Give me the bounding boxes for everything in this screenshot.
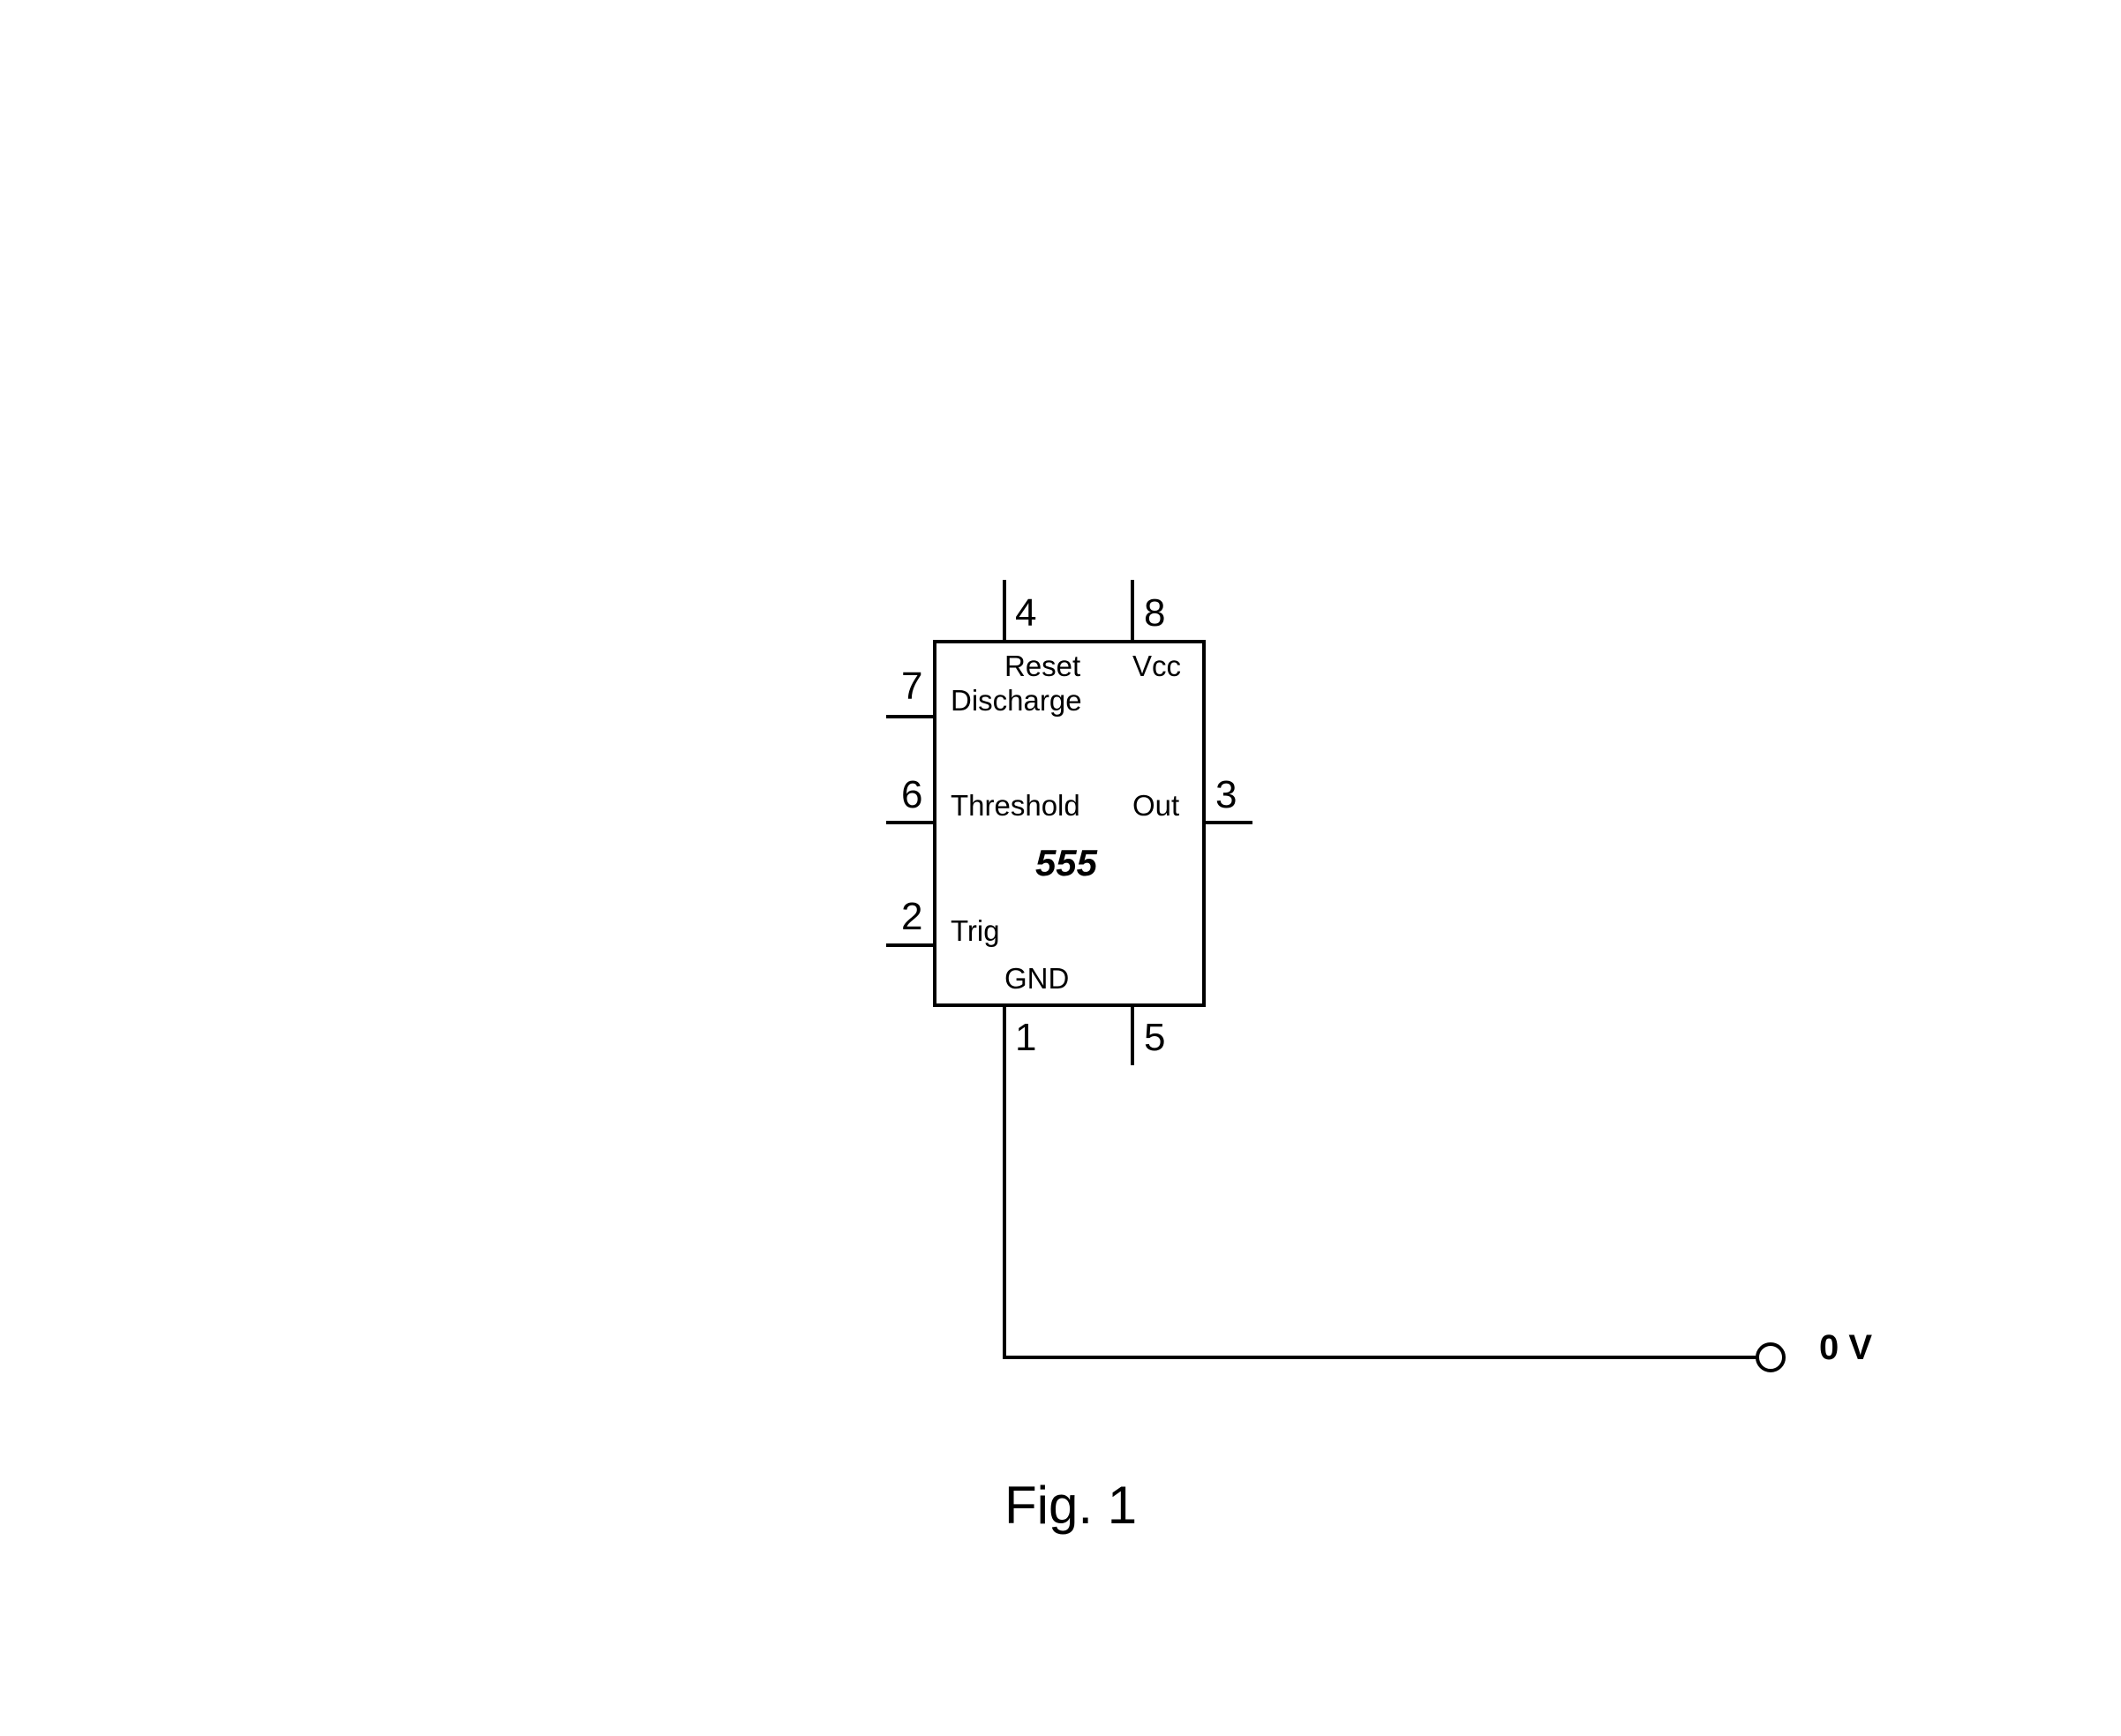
pin-8-number: 8 bbox=[1144, 591, 1165, 635]
pin-threshold-label: Threshold bbox=[951, 789, 1080, 822]
pin-gnd-label: GND bbox=[1004, 962, 1069, 995]
ground-wire bbox=[1003, 1005, 1757, 1359]
pin-3-number: 3 bbox=[1215, 773, 1237, 816]
pin-vcc-label: Vcc bbox=[1132, 650, 1181, 682]
pin-2-number: 2 bbox=[901, 895, 922, 938]
pin-out-label: Out bbox=[1132, 789, 1179, 822]
zero-volt-terminal bbox=[1756, 1342, 1786, 1372]
chip-name: 555 bbox=[1035, 842, 1098, 883]
pin-trig-label: Trig bbox=[951, 914, 1000, 947]
pin-5-number: 5 bbox=[1144, 1016, 1165, 1059]
pin-1-number: 1 bbox=[1015, 1016, 1036, 1059]
figure-caption: Fig. 1 bbox=[1004, 1476, 1137, 1535]
pin-4-number: 4 bbox=[1015, 591, 1036, 635]
pin-discharge-label: Discharge bbox=[951, 684, 1082, 717]
pin-7-number: 7 bbox=[901, 665, 922, 708]
zero-volt-label: 0 V bbox=[1819, 1328, 1872, 1367]
pin-reset-label: Reset bbox=[1004, 650, 1080, 682]
pin-6-number: 6 bbox=[901, 773, 922, 816]
